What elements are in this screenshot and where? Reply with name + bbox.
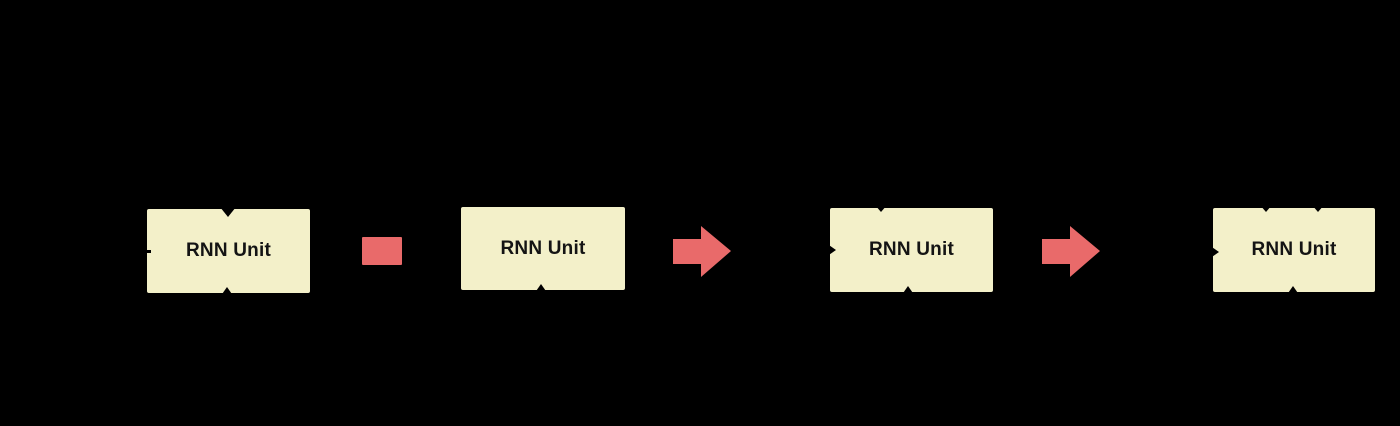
loop-arrow-stub-icon — [145, 250, 151, 253]
output-arrow-stub-icon — [1260, 205, 1272, 212]
input-arrowhead-icon — [534, 284, 548, 294]
rnn-unit-box-1: RNN Unit — [145, 207, 310, 297]
top-in-arrowhead-icon — [220, 207, 236, 217]
input-arrowhead-icon — [1286, 286, 1300, 296]
arrow-head — [1070, 226, 1100, 277]
rnn-unit-box-3: RNN Unit — [826, 205, 993, 296]
output-arrow-stub-icon — [875, 205, 887, 212]
right-arrow-icon — [1042, 226, 1100, 277]
arrow-head — [701, 226, 731, 277]
rnn-unit-label: RNN Unit — [186, 240, 271, 261]
arrow-shaft — [673, 239, 703, 264]
input-arrowhead-icon — [220, 287, 234, 297]
right-arrow-icon — [673, 226, 731, 277]
rnn-unit-label: RNN Unit — [1251, 239, 1337, 260]
state-in-arrowhead-icon — [826, 243, 836, 257]
rnn-unit-box-4: RNN Unit — [1209, 205, 1375, 296]
rnn-unit-box-2: RNN Unit — [461, 207, 625, 294]
state-in-arrowhead-icon — [1209, 245, 1219, 259]
output-arrow-stub-icon — [1312, 205, 1324, 212]
rnn-unit-label: RNN Unit — [500, 237, 586, 259]
input-arrowhead-icon — [901, 286, 915, 296]
rnn-unit-label: RNN Unit — [869, 239, 954, 260]
arrow-shaft — [1042, 239, 1072, 264]
equals-block-icon — [362, 237, 402, 265]
